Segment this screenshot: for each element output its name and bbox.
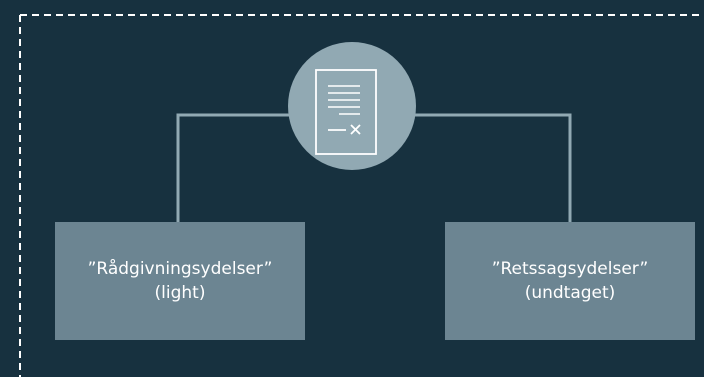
hub-circle bbox=[288, 42, 416, 170]
node-raadgivningsydelser: ”Rådgivningsydelser” (light) bbox=[55, 222, 305, 340]
node-label-line1: ”Rådgivningsydelser” bbox=[87, 259, 273, 279]
node-label-line1: ”Retssagsydelser” bbox=[491, 259, 649, 279]
node-label-line2: (light) bbox=[154, 283, 206, 303]
connector-right bbox=[412, 113, 572, 222]
document-with-x-icon bbox=[315, 69, 377, 155]
node-retssagsydelser: ”Retssagsydelser” (undtaget) bbox=[445, 222, 695, 340]
node-label-line2: (undtaget) bbox=[524, 283, 616, 303]
connector-left bbox=[176, 113, 292, 222]
